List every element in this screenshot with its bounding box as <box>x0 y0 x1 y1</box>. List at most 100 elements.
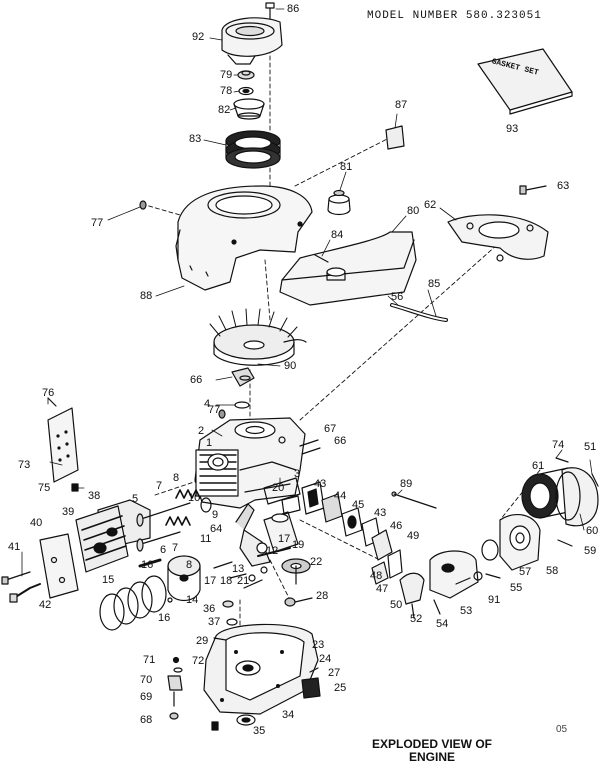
fuel-line-85 <box>390 303 448 322</box>
gasket-set-box-93 <box>477 48 573 115</box>
part-52 <box>411 603 415 619</box>
callout-8-upper: 8 <box>173 472 180 484</box>
screw-55 <box>485 573 501 579</box>
callout-5: 5 <box>132 493 139 505</box>
callout-66-upper: 66 <box>190 374 203 386</box>
plug-36 <box>222 600 234 608</box>
diagram-caption: EXPLODED VIEW OF ENGINE <box>362 738 502 764</box>
retainer-9 <box>200 497 212 513</box>
engine-block-1 <box>194 417 306 509</box>
air-cleaner-base-58 <box>499 513 541 571</box>
callout-11: 11 <box>200 533 212 545</box>
decal-87 <box>385 125 405 150</box>
gasket-45 <box>341 507 363 537</box>
callout-28: 28 <box>316 590 329 602</box>
connecting-rod-12 <box>263 511 299 553</box>
valve-spring-8b <box>165 516 191 526</box>
washer-78 <box>238 86 254 96</box>
governor-25 <box>301 677 321 699</box>
valve-6 <box>136 531 181 552</box>
piston-14 <box>167 555 201 602</box>
callout-10: 10 <box>188 492 201 504</box>
oil-pan-24 <box>203 623 319 715</box>
callout-3: 3 <box>294 468 301 480</box>
callout-64: 64 <box>210 523 223 535</box>
callout-87: 87 <box>395 99 408 111</box>
callout-37: 37 <box>208 616 221 628</box>
valve-5 <box>136 502 191 527</box>
flange-46 <box>371 529 393 561</box>
callout-25: 25 <box>334 682 347 694</box>
filler-cap-81 <box>327 189 351 216</box>
callout-40: 40 <box>30 517 43 529</box>
callout-15: 15 <box>102 574 115 586</box>
callout-34: 34 <box>282 709 295 721</box>
callout-6: 6 <box>160 544 167 556</box>
callout-57: 57 <box>519 566 532 578</box>
callout-70: 70 <box>140 674 153 686</box>
governor-link-89 <box>391 491 437 509</box>
gear-22 <box>281 558 311 585</box>
screw-86 <box>265 2 275 21</box>
callout-7-lower: 7 <box>172 542 179 554</box>
screw-76 <box>47 397 57 407</box>
part-74 <box>555 457 569 463</box>
valve-spring-8a <box>175 489 201 499</box>
callout-19: 19 <box>292 539 305 551</box>
callout-7-upper: 7 <box>156 480 163 492</box>
nut-79 <box>237 70 255 80</box>
flywheel-key-66 <box>231 367 255 387</box>
seal-34 <box>236 714 256 726</box>
caption-line-1: EXPLODED VIEW OF <box>371 737 492 751</box>
callout-66-lower: 66 <box>334 435 347 447</box>
screw-54 <box>433 599 441 615</box>
callout-45: 45 <box>352 499 365 511</box>
callout-89: 89 <box>400 478 413 490</box>
callout-92: 92 <box>192 31 205 43</box>
callout-38: 38 <box>88 490 101 502</box>
callout-54: 54 <box>436 618 449 630</box>
bolt-29 <box>213 637 227 641</box>
callout-47: 47 <box>376 583 389 595</box>
leader-lines <box>21 8 593 577</box>
callout-51: 51 <box>584 441 597 453</box>
callout-29: 29 <box>196 635 209 647</box>
callout-14: 14 <box>186 594 199 606</box>
callout-1: 1 <box>206 437 213 449</box>
muffler-47-48 <box>371 561 389 585</box>
callout-61: 61 <box>532 460 545 472</box>
part-70 <box>167 675 183 691</box>
drain-plug-35 <box>211 721 219 731</box>
screw-77-side <box>218 409 226 419</box>
callout-44: 44 <box>334 490 347 502</box>
model-number: MODEL NUMBER 580.323051 <box>367 10 542 22</box>
bracket-62 <box>447 214 549 262</box>
callout-69: 69 <box>140 691 153 703</box>
air-filter-61 <box>521 467 569 519</box>
callout-13: 13 <box>232 563 245 575</box>
screw-77-top <box>139 200 147 210</box>
part-91 <box>473 571 483 581</box>
callout-8-lower: 8 <box>186 559 193 571</box>
callout-12: 12 <box>266 545 279 557</box>
callout-56: 56 <box>391 291 404 303</box>
callout-17-lower: 17 <box>204 575 217 587</box>
callout-39: 39 <box>62 506 75 518</box>
screws-67-66 <box>299 439 321 455</box>
callout-75: 75 <box>38 482 51 494</box>
callout-88: 88 <box>140 290 153 302</box>
part-68 <box>169 712 179 720</box>
piston-rings-15 <box>99 575 167 631</box>
callout-2: 2 <box>198 425 205 437</box>
callout-48: 48 <box>370 570 383 582</box>
fuel-tank-80 <box>279 231 417 306</box>
plate-73 <box>47 407 79 483</box>
callout-77-top: 77 <box>91 217 104 229</box>
air-cleaner-cover-60 <box>555 467 599 527</box>
callout-78: 78 <box>220 85 233 97</box>
callout-93: 93 <box>506 123 519 135</box>
callout-84: 84 <box>331 229 344 241</box>
caption-line-2: ENGINE <box>408 750 455 764</box>
callout-82: 82 <box>218 104 231 116</box>
